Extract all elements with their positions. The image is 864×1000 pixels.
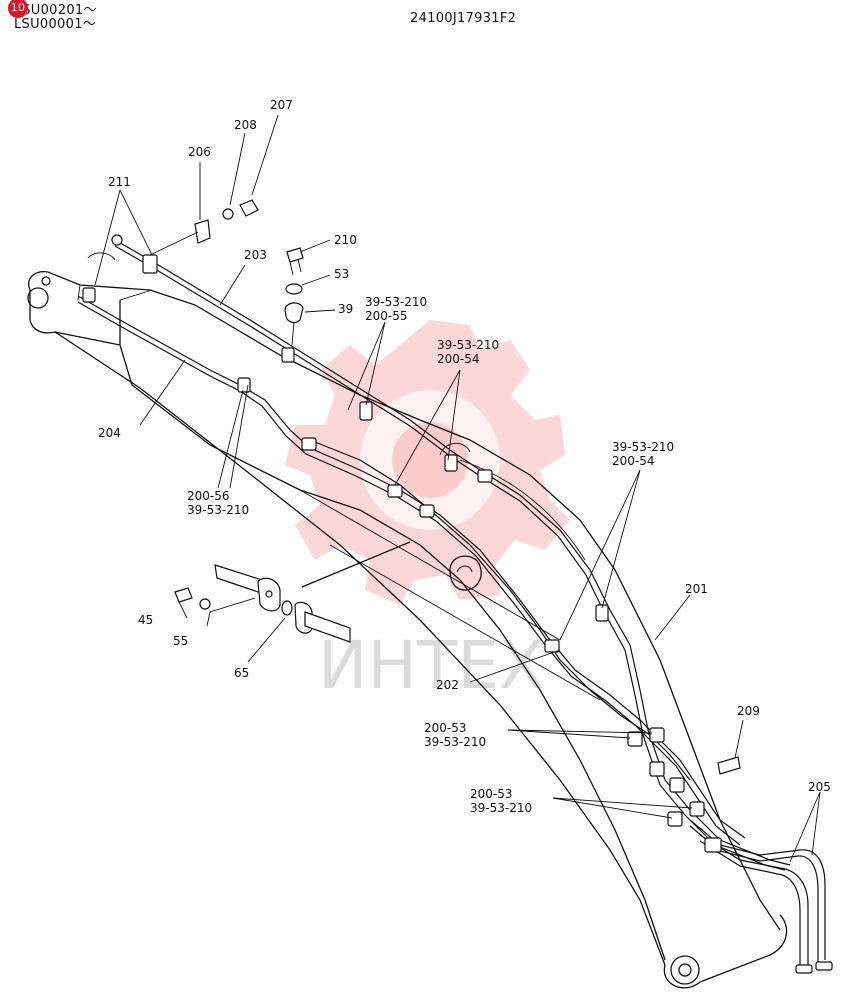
label-211: 211: [108, 175, 131, 189]
serial-range: 10 YSU00201～ LSU00001～: [8, 0, 97, 32]
label-39-53-210-b: 39-53-210: [437, 338, 499, 352]
label-65: 65: [234, 666, 249, 680]
label-210: 210: [334, 233, 357, 247]
label-39-53-210-e: 39-53-210: [424, 735, 486, 749]
clamps-and-fittings: [41, 234, 722, 853]
label-201: 201: [685, 582, 708, 596]
label-205: 205: [808, 780, 831, 794]
label-55: 55: [173, 634, 188, 648]
label-208: 208: [234, 118, 257, 132]
serial-line-1: YSU00201～: [14, 3, 97, 18]
bolt-washer-group-top: [149, 199, 304, 346]
label-53: 53: [334, 267, 349, 281]
pin-assembly: [174, 541, 741, 775]
part-labels: 207 208 206 211 210 203 53 39 39-53-210 …: [98, 98, 831, 815]
serial-line-2: LSU00001～: [14, 17, 97, 32]
label-200-53-a: 200-53: [424, 721, 467, 735]
drawing-code: 24100J17931F2: [410, 11, 517, 26]
page-badge: 10: [8, 0, 28, 18]
label-200-55: 200-55: [365, 309, 408, 323]
label-45: 45: [138, 613, 153, 627]
label-207: 207: [270, 98, 293, 112]
label-203: 203: [244, 248, 267, 262]
boom-body: [27, 252, 788, 989]
label-200-54-b: 200-54: [612, 454, 655, 468]
leader-lines: [94, 114, 821, 863]
label-202: 202: [436, 678, 459, 692]
label-200-54-a: 200-54: [437, 352, 480, 366]
label-200-53-b: 200-53: [470, 787, 513, 801]
label-206: 206: [188, 145, 211, 159]
label-200-56: 200-56: [187, 489, 230, 503]
label-39-53-210-f: 39-53-210: [470, 801, 532, 815]
label-39-53-210-d: 39-53-210: [187, 503, 249, 517]
label-39: 39: [338, 302, 353, 316]
label-39-53-210-c: 39-53-210: [612, 440, 674, 454]
label-209: 209: [737, 704, 760, 718]
label-204: 204: [98, 426, 121, 440]
watermark-gear-icon: [285, 320, 570, 605]
label-39-53-210-a: 39-53-210: [365, 295, 427, 309]
watermark-text: ИНТЕХ: [318, 627, 544, 704]
